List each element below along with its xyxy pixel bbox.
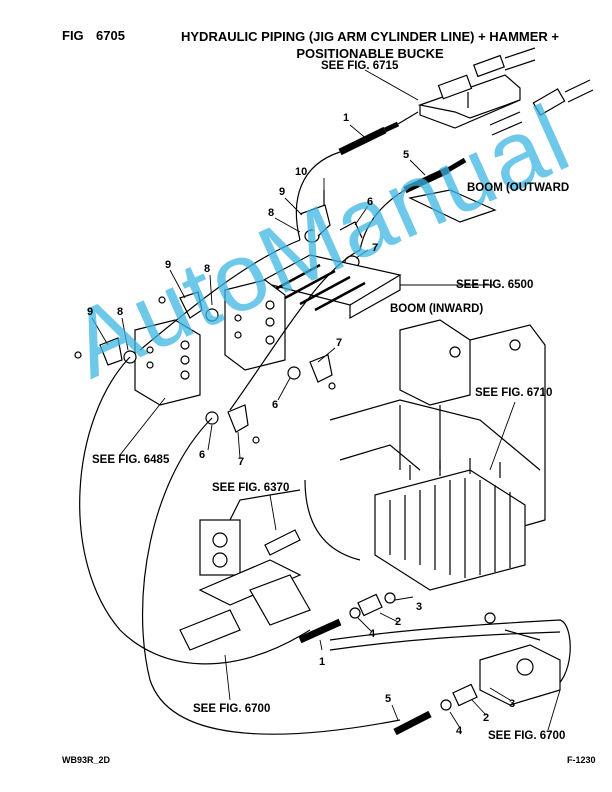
title-line-2: POSITIONABLE BUCKE	[296, 46, 444, 61]
footer-page: F-1230	[567, 755, 596, 765]
part-number: 8	[117, 306, 124, 318]
part-number: 1	[343, 112, 350, 124]
part-number: 7	[336, 337, 343, 349]
part-number: 9	[87, 306, 94, 318]
part-number: 4	[369, 628, 376, 640]
part-number: 6	[367, 196, 374, 208]
callout-see-fig-6485: SEE FIG. 6485	[92, 454, 170, 466]
connector-6370	[179, 519, 311, 651]
callout-see-fig-6500: SEE FIG. 6500	[456, 279, 534, 291]
part-number: 5	[403, 149, 410, 161]
part-number: 2	[483, 712, 490, 724]
part-number: 10	[295, 166, 308, 178]
callout-boom-outward: BOOM (OUTWARD	[467, 182, 570, 194]
callout-see-fig-6700-right: SEE FIG. 6700	[488, 730, 566, 742]
part-number: 5	[385, 693, 392, 705]
callout-boom-inward: BOOM (INWARD)	[390, 303, 484, 315]
linework	[74, 47, 594, 736]
part-number: 4	[456, 725, 463, 737]
part-number: 7	[238, 456, 245, 468]
page-title: HYDRAULIC PIPING (JIG ARM CYLINDER LINE)…	[170, 28, 570, 62]
part-number: 1	[319, 656, 326, 668]
callout-see-fig-6700-left: SEE FIG. 6700	[193, 703, 271, 715]
boom-tubes	[258, 254, 402, 320]
fig-label: FIG	[62, 28, 84, 43]
part-number: 3	[509, 698, 516, 710]
callout-see-fig-6370: SEE FIG. 6370	[212, 482, 290, 494]
lower-fittings-1	[298, 592, 396, 644]
fig-number: 6705	[96, 28, 125, 43]
part-number: 3	[416, 601, 423, 613]
part-number: 6	[272, 399, 279, 411]
leader-lines	[91, 69, 561, 731]
part-number: 6	[199, 449, 206, 461]
chassis-frame	[329, 319, 546, 531]
clamps-left	[74, 291, 336, 444]
part-number: 7	[372, 242, 379, 254]
ball-valve	[479, 612, 561, 706]
callout-see-fig-6710: SEE FIG. 6710	[475, 387, 553, 399]
top-fitting-assembly	[417, 47, 594, 136]
clamp-upper	[299, 190, 363, 269]
title-line-1: HYDRAULIC PIPING (JIG ARM CYLINDER LINE)…	[181, 29, 559, 44]
lower-fittings-5	[393, 679, 491, 736]
callout-see-fig-6715: SEE FIG. 6715	[321, 60, 399, 72]
part-number: 8	[204, 263, 211, 275]
valve-bank	[374, 458, 526, 591]
footer-model: WB93R_2D	[62, 755, 111, 765]
part-number: 9	[165, 259, 172, 271]
part-number: 8	[268, 207, 275, 219]
part-number: 9	[279, 186, 286, 198]
part-number: 2	[395, 616, 402, 628]
